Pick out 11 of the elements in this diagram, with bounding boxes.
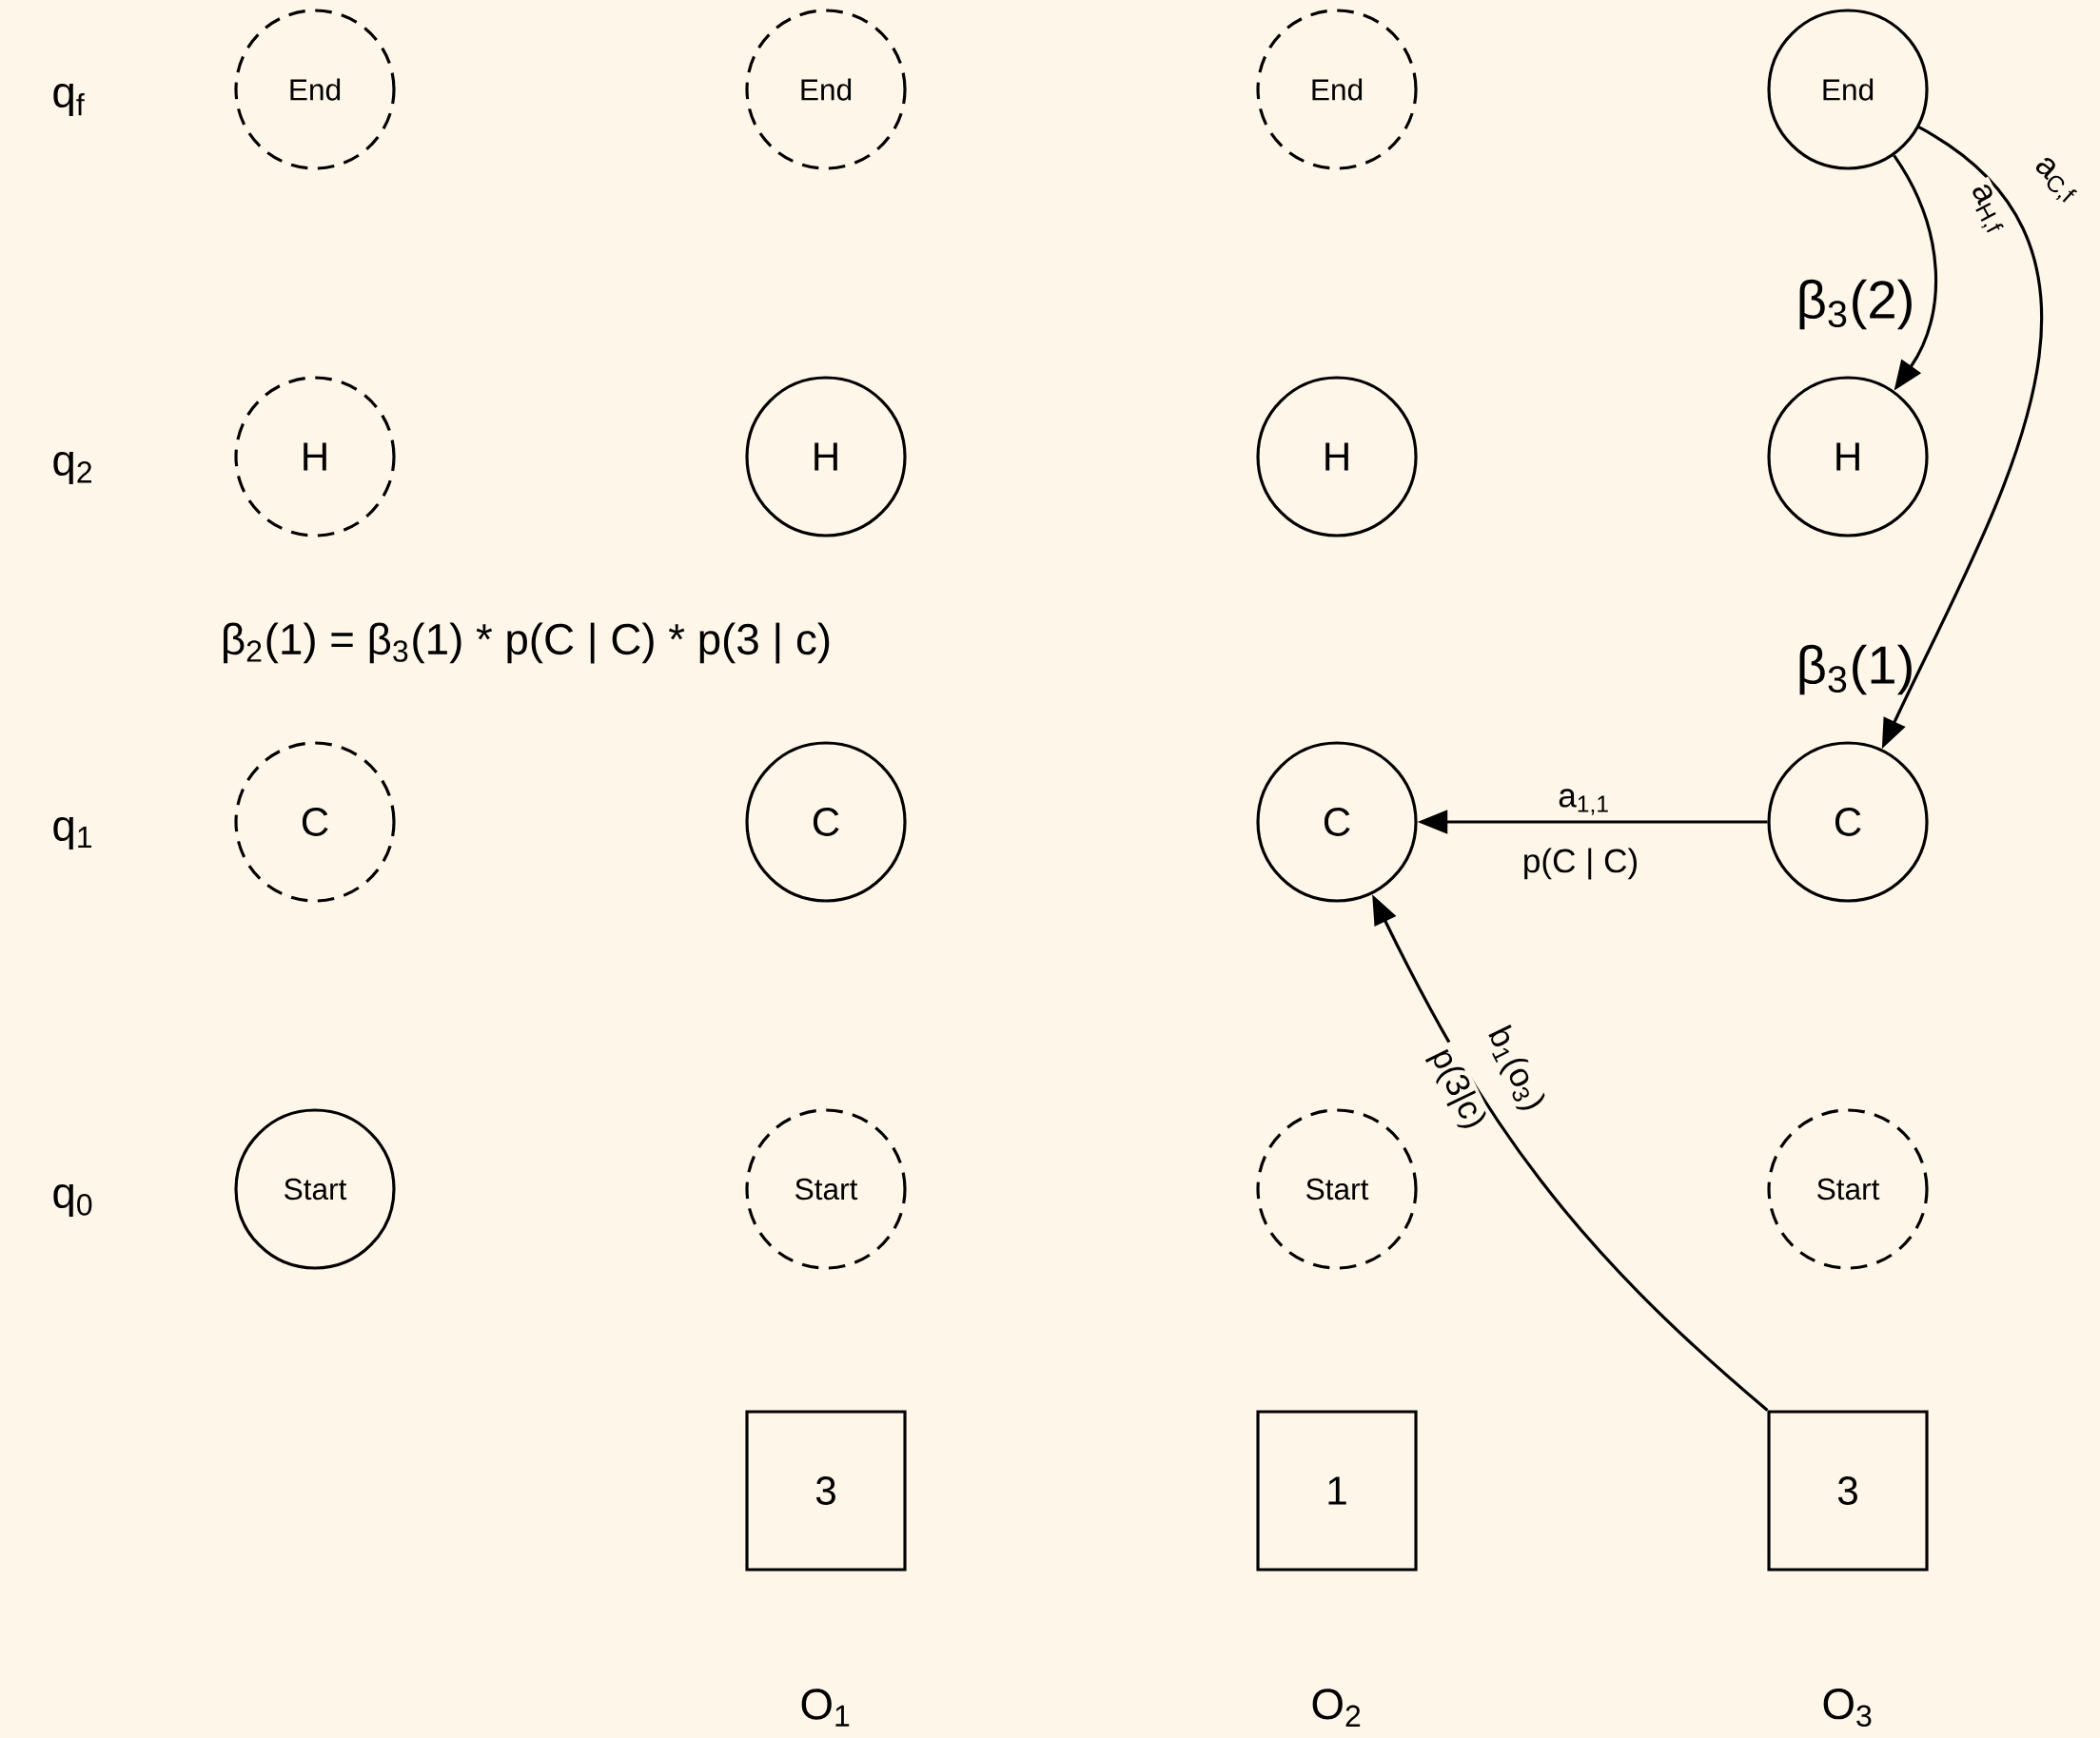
- edge-label: a$_{C,f}$: [2023, 149, 2088, 212]
- edge-label: a$_{H,f}$: [1958, 176, 2015, 243]
- formula-text: β$_{2}$(1) = β$_{3}$(1) * p(C | C) * p(3 | c): [224, 622, 830, 664]
- observation-box: 1: [1256, 1410, 1418, 1572]
- row-label: q$_{0}$: [53, 1184, 92, 1218]
- probability-label: p(C | C): [1519, 845, 1642, 883]
- state-label: β$_{3}$(2): [1799, 279, 1912, 330]
- observation-box: 3: [1767, 1410, 1929, 1572]
- state-label: β$_{3}$(1): [1799, 644, 1912, 695]
- observation-box: 3: [745, 1410, 907, 1572]
- edge-label: a$_{1,1}$: [1554, 785, 1615, 819]
